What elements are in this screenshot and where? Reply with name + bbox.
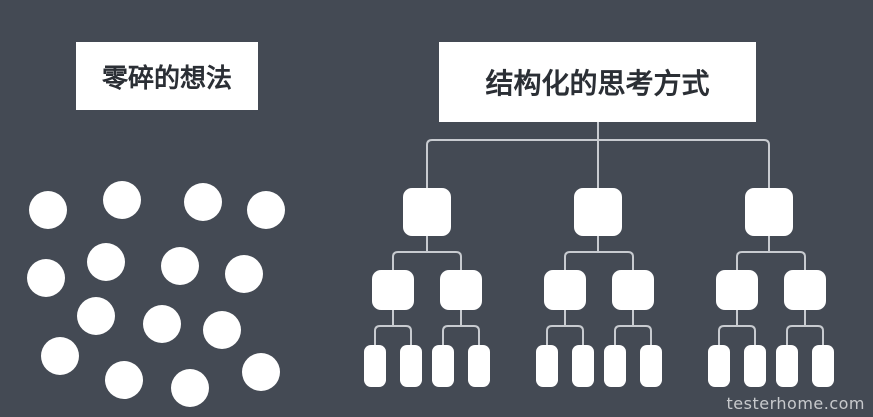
tree-node-level3 — [708, 345, 730, 387]
tree-node-level2 — [544, 270, 586, 310]
connector-l1-c — [736, 236, 806, 270]
connector-root — [426, 122, 770, 188]
tree-node-level2 — [612, 270, 654, 310]
tree-node-level3 — [604, 345, 626, 387]
tree-node-level3 — [572, 345, 594, 387]
connector-l1-a — [392, 236, 462, 270]
thought-dot — [203, 311, 241, 349]
scattered-thoughts — [27, 181, 285, 407]
tree-node-level1 — [574, 188, 622, 236]
thought-dot — [161, 247, 199, 285]
tree-node-level3 — [744, 345, 766, 387]
tree-node-level2 — [372, 270, 414, 310]
thought-dot — [184, 183, 222, 221]
tree-node-level3 — [640, 345, 662, 387]
tree-nodes — [364, 188, 834, 387]
tree-node-level1 — [403, 188, 451, 236]
thought-dot — [143, 305, 181, 343]
tree-node-level2 — [440, 270, 482, 310]
thought-dot — [27, 259, 65, 297]
tree-node-level3 — [776, 345, 798, 387]
tree-node-level3 — [536, 345, 558, 387]
thought-dot — [247, 191, 285, 229]
thought-dot — [242, 353, 280, 391]
tree-connectors — [374, 122, 824, 345]
thought-dot — [171, 369, 209, 407]
tree-node-level3 — [364, 345, 386, 387]
thought-dot — [77, 297, 115, 335]
watermark: testerhome.com — [726, 394, 865, 413]
thought-dot — [29, 191, 67, 229]
tree-node-level3 — [468, 345, 490, 387]
tree-node-level2 — [716, 270, 758, 310]
thought-dot — [105, 361, 143, 399]
connector-l2 — [374, 310, 824, 345]
thought-dot — [41, 337, 79, 375]
tree-node-level3 — [812, 345, 834, 387]
tree-node-level1 — [745, 188, 793, 236]
tree-node-level3 — [432, 345, 454, 387]
tree-node-level2 — [784, 270, 826, 310]
structured-thinking-title: 结构化的思考方式 — [439, 42, 756, 122]
thought-dot — [225, 255, 263, 293]
thought-dot — [103, 181, 141, 219]
connector-l1-b — [564, 236, 634, 270]
thought-dot — [87, 243, 125, 281]
tree-node-level3 — [400, 345, 422, 387]
scattered-thoughts-title: 零碎的想法 — [76, 42, 258, 110]
